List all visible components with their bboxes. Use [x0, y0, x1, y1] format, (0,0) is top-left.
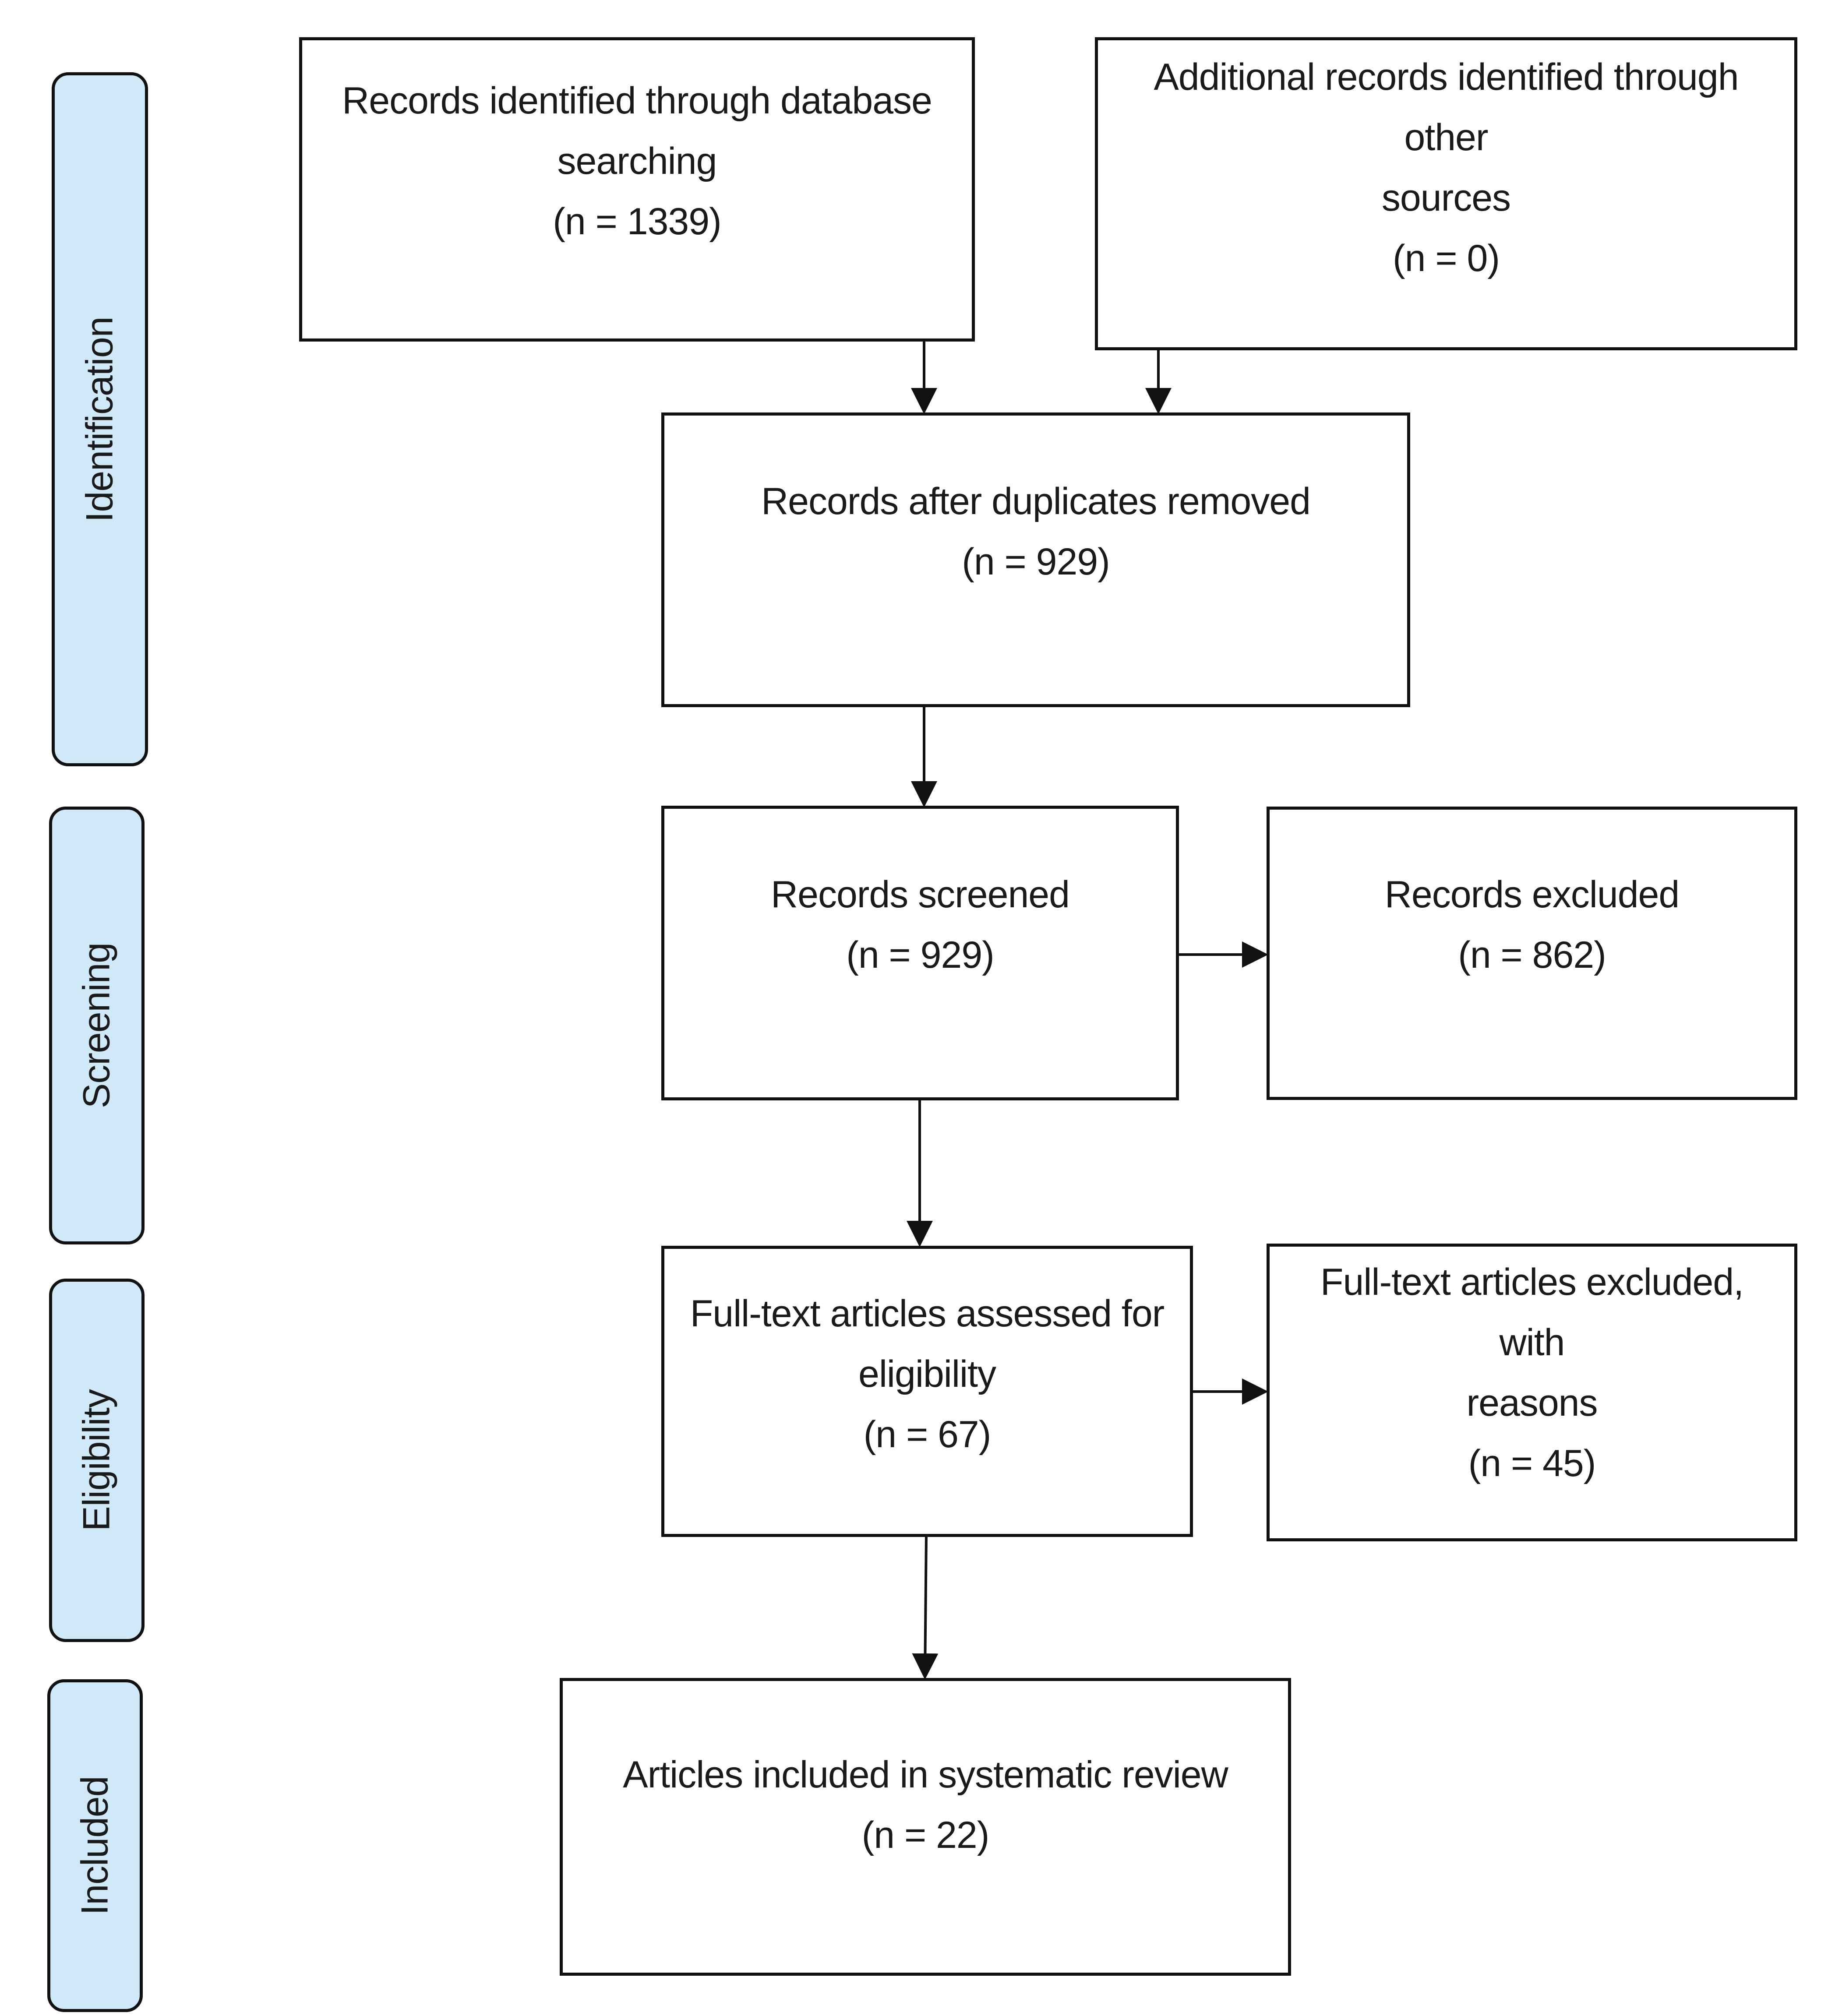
- box-duplicates-removed: Records after duplicates removed (n = 92…: [661, 412, 1410, 707]
- database-records-line2: searching: [557, 140, 717, 182]
- box-records-excluded: Records excluded (n = 862): [1267, 807, 1797, 1100]
- fulltext-excluded-count: (n = 45): [1468, 1442, 1596, 1484]
- stage-eligibility: Eligibility: [49, 1279, 145, 1642]
- box-records-screened: Records screened (n = 929): [661, 806, 1179, 1100]
- box-fulltext-assessed: Full-text articles assessed for eligibil…: [661, 1246, 1193, 1537]
- fulltext-assessed-line2: eligibility: [858, 1353, 996, 1395]
- database-records-line1: Records identified through database: [342, 79, 932, 122]
- records-excluded-count: (n = 862): [1458, 934, 1606, 976]
- database-records-count: (n = 1339): [553, 200, 721, 243]
- other-sources-count: (n = 0): [1393, 237, 1500, 279]
- box-fulltext-excluded: Full-text articles excluded, with reason…: [1267, 1244, 1797, 1541]
- records-excluded-label: Records excluded: [1384, 874, 1680, 916]
- stage-included: Included: [47, 1679, 143, 2012]
- box-other-sources: Additional records identified through ot…: [1095, 37, 1797, 350]
- other-sources-line2: sources: [1381, 176, 1511, 219]
- fulltext-excluded-line1: Full-text articles excluded, with: [1320, 1261, 1744, 1364]
- stage-screening: Screening: [49, 807, 145, 1244]
- records-screened-count: (n = 929): [846, 934, 995, 976]
- records-screened-label: Records screened: [771, 873, 1070, 916]
- articles-included-label: Articles included in systematic review: [623, 1754, 1228, 1796]
- stage-identification: Identification: [52, 72, 148, 766]
- duplicates-removed-label: Records after duplicates removed: [761, 480, 1311, 522]
- box-articles-included: Articles included in systematic review (…: [560, 1678, 1291, 1976]
- articles-included-count: (n = 22): [861, 1814, 990, 1856]
- fulltext-assessed-count: (n = 67): [863, 1413, 992, 1456]
- box-database-records: Records identified through database sear…: [299, 37, 975, 342]
- fulltext-assessed-line1: Full-text articles assessed for: [690, 1292, 1165, 1335]
- duplicates-removed-count: (n = 929): [962, 540, 1110, 583]
- arrow-fulltext-to-included: [912, 1536, 939, 1680]
- other-sources-line1: Additional records identified through ot…: [1154, 56, 1739, 159]
- fulltext-excluded-line2: reasons: [1466, 1382, 1598, 1424]
